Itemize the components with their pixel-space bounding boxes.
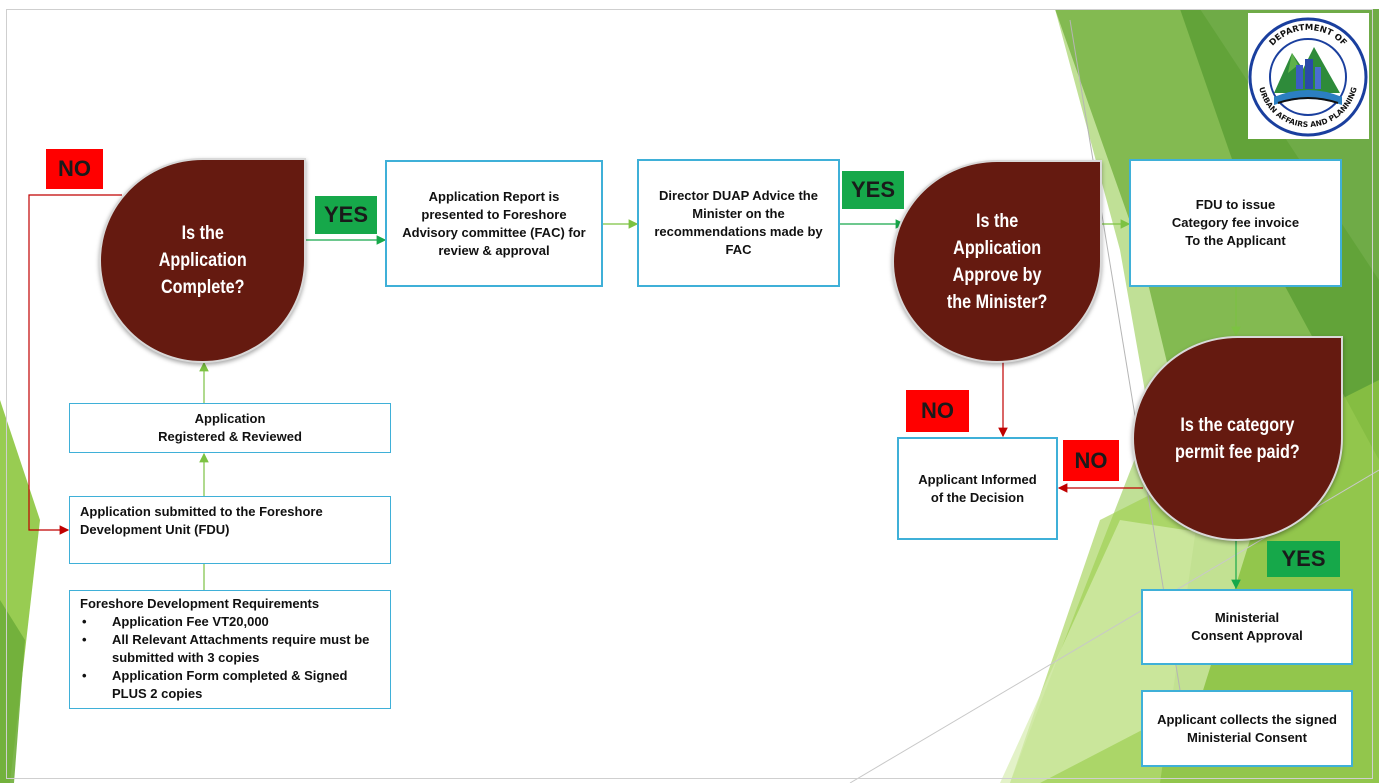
requirements-box: Foreshore Development Requirements Appli… — [69, 590, 391, 709]
no-badge: NO — [906, 390, 969, 432]
box-fdu-invoice: FDU to issue Category fee invoice To the… — [1129, 159, 1342, 287]
slide-frame — [6, 9, 1373, 779]
box-registered-reviewed: Application Registered & Reviewed — [69, 403, 391, 453]
box-director-advice: Director DUAP Advice the Minister on the… — [637, 159, 840, 287]
no-badge: NO — [1063, 440, 1119, 481]
box-application-submitted: Application submitted to the Foreshore D… — [69, 496, 391, 564]
duap-logo: DEPARTMENT OF URBAN AFFAIRS AND PLANNING — [1248, 13, 1369, 139]
yes-badge: YES — [1267, 541, 1340, 577]
box-fac-report: Application Report is presented to Fores… — [385, 160, 603, 287]
box-consent-approval: Ministerial Consent Approval — [1141, 589, 1353, 665]
no-badge: NO — [46, 149, 103, 189]
decision-minister-approve: Is the Application Approve by the Minist… — [892, 160, 1102, 363]
decision-fee-paid-text: Is the category permit fee paid? — [1175, 414, 1300, 463]
requirement-item: All Relevant Attachments require must be… — [80, 631, 380, 667]
requirement-item: Application Form completed & Signed PLUS… — [80, 667, 380, 703]
requirement-item: Application Fee VT20,000 — [80, 613, 380, 631]
decision-application-complete: Is the Application Complete? — [99, 158, 306, 363]
yes-badge: YES — [315, 196, 377, 234]
box-applicant-collects: Applicant collects the signed Ministeria… — [1141, 690, 1353, 767]
decision-fee-paid: Is the category permit fee paid? — [1132, 336, 1343, 541]
requirements-title: Foreshore Development Requirements — [80, 596, 320, 611]
box-applicant-informed: Applicant Informed of the Decision — [897, 437, 1058, 540]
decision-minister-approve-text: Is the Application Approve by the Minist… — [946, 210, 1048, 313]
decision-application-complete-text: Is the Application Complete? — [158, 223, 247, 298]
duap-seal-icon: DEPARTMENT OF URBAN AFFAIRS AND PLANNING — [1248, 17, 1368, 137]
requirements-list: Application Fee VT20,000 All Relevant At… — [80, 613, 380, 703]
yes-badge: YES — [842, 171, 904, 209]
